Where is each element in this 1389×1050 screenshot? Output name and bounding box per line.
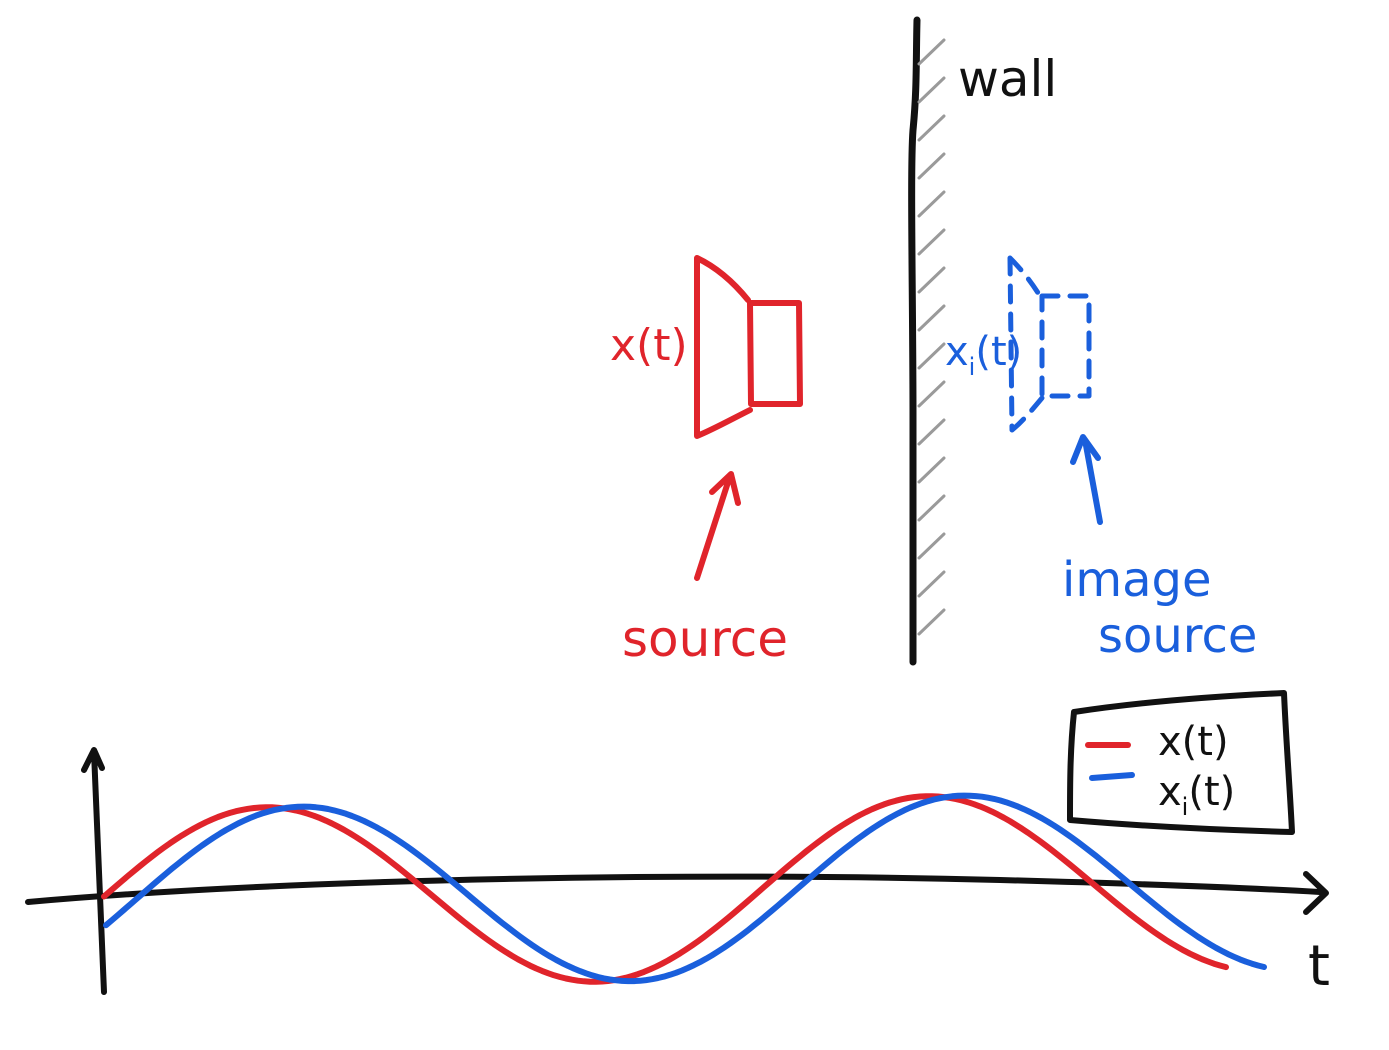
wall-hatch-line xyxy=(917,494,946,522)
wall-hatch-line xyxy=(917,304,946,332)
x-axis-label: t xyxy=(1308,934,1330,999)
wall-hatch-line xyxy=(917,380,946,408)
x-axis xyxy=(25,871,1329,915)
source-arrow xyxy=(694,471,741,581)
signal-curve-image-source xyxy=(103,792,1267,985)
image-source-speaker xyxy=(1007,255,1092,433)
wall-hatching xyxy=(917,38,946,636)
wall xyxy=(908,16,946,666)
wall-label: wall xyxy=(958,50,1057,108)
wall-hatch-line xyxy=(917,342,946,370)
source-speaker-body xyxy=(747,300,803,407)
legend-label-image-source: xi(t) xyxy=(1158,769,1235,821)
source-caption: source xyxy=(622,610,788,668)
legend-swatch-image-source xyxy=(1089,772,1135,781)
wall-hatch-line xyxy=(917,114,946,142)
image-source-speaker-body xyxy=(1039,293,1092,399)
plot-axes xyxy=(25,747,1329,995)
wall-hatch-line xyxy=(917,456,946,484)
y-axis xyxy=(81,747,107,995)
source-speaker-cone xyxy=(694,255,753,439)
wall-hatch-line xyxy=(917,76,946,104)
wall-hatch-line xyxy=(917,608,946,636)
image-source-caption-line1: image xyxy=(1062,552,1212,608)
wall-line xyxy=(908,16,921,666)
wall-hatch-line xyxy=(917,570,946,598)
legend-label-source: x(t) xyxy=(1158,719,1229,765)
wall-hatch-line xyxy=(917,152,946,180)
wall-hatch-line xyxy=(917,266,946,294)
source-signal-label: x(t) xyxy=(610,320,688,371)
source-speaker xyxy=(694,255,803,439)
legend-box xyxy=(1067,690,1295,835)
wall-hatch-line xyxy=(917,418,946,446)
legend: x(t) xi(t) xyxy=(1067,690,1295,835)
image-source-speaker-cone xyxy=(1007,255,1045,433)
wall-hatch-line xyxy=(917,38,946,66)
wall-hatch-line xyxy=(917,532,946,560)
image-source-arrow xyxy=(1070,434,1103,525)
wall-hatch-line xyxy=(917,190,946,218)
image-source-caption-line2: source xyxy=(1098,608,1257,664)
wall-hatch-line xyxy=(917,228,946,256)
image-source-signal-label: xi(t) xyxy=(945,329,1022,381)
